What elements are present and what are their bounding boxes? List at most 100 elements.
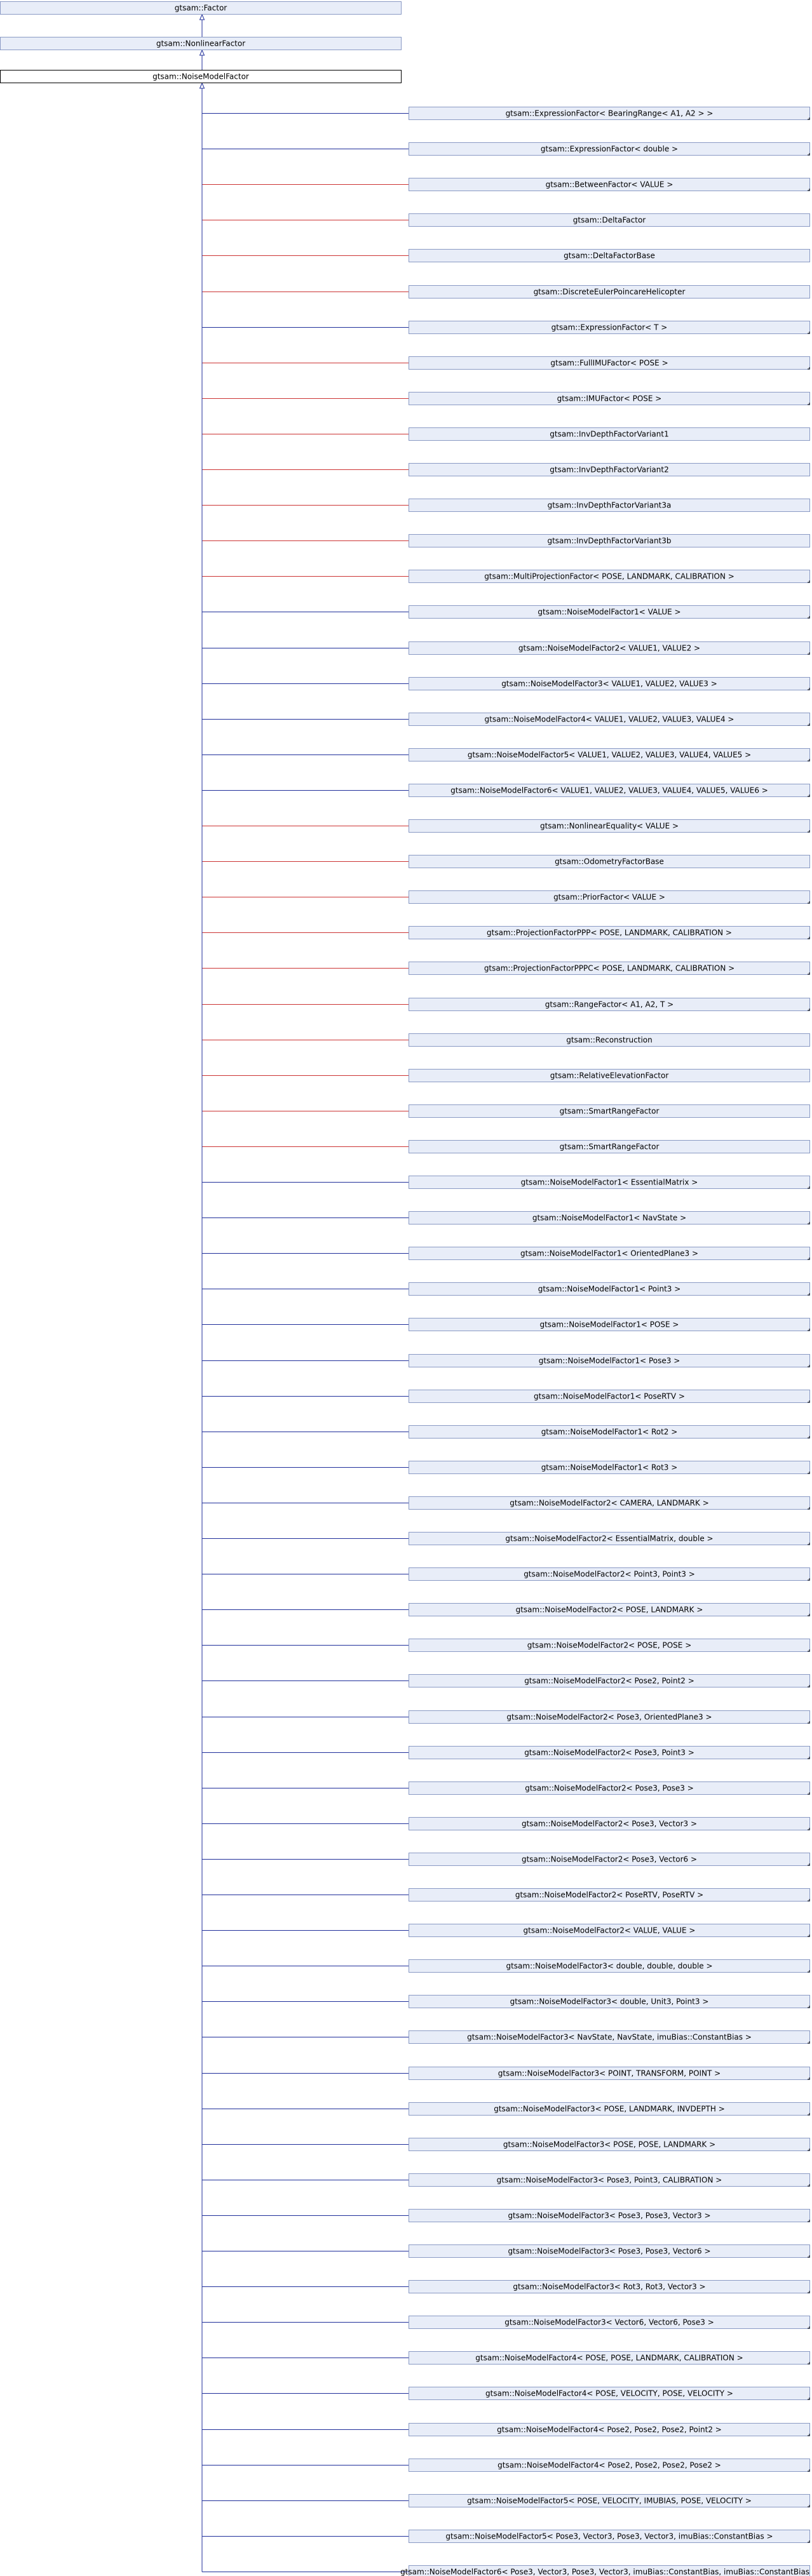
derived-class-node[interactable]: gtsam::NoiseModelFactor1< VALUE > bbox=[409, 605, 810, 619]
derived-class-node[interactable]: gtsam::NoiseModelFactor4< Pose2, Pose2, … bbox=[409, 2423, 810, 2436]
derived-class-node[interactable]: gtsam::NoiseModelFactor4< POSE, POSE, LA… bbox=[409, 2351, 810, 2365]
class-box bbox=[409, 1140, 810, 1153]
current-class-node[interactable]: gtsam::NoiseModelFactor bbox=[0, 70, 402, 83]
template-corner-mark bbox=[808, 1293, 810, 1296]
derived-class-node[interactable]: gtsam::NoiseModelFactor1< Pose3 > bbox=[409, 1354, 810, 1367]
derived-class-node[interactable]: gtsam::InvDepthFactorVariant2 bbox=[409, 463, 810, 476]
derived-class-node[interactable]: gtsam::NoiseModelFactor1< Point3 > bbox=[409, 1282, 810, 1296]
derived-class-node[interactable]: gtsam::InvDepthFactorVariant3b bbox=[409, 534, 810, 547]
derived-class-node[interactable]: gtsam::DiscreteEulerPoincareHelicopter bbox=[409, 285, 810, 299]
derived-class-node[interactable]: gtsam::NoiseModelFactor3< Rot3, Rot3, Ve… bbox=[409, 2280, 810, 2293]
inheritance-arrowhead bbox=[199, 82, 205, 89]
class-box bbox=[409, 2030, 810, 2044]
derived-class-node[interactable]: gtsam::NoiseModelFactor5< POSE, VELOCITY… bbox=[409, 2494, 810, 2507]
class-box bbox=[409, 1746, 810, 1759]
derived-class-node[interactable]: gtsam::NoiseModelFactor1< PoseRTV > bbox=[409, 1390, 810, 1403]
derived-class-node[interactable]: gtsam::NoiseModelFactor6< Pose3, Vector3… bbox=[400, 2565, 812, 2576]
derived-class-node[interactable]: gtsam::NoiseModelFactor2< POSE, POSE > bbox=[409, 1639, 810, 1652]
derived-class-node[interactable]: gtsam::MultiProjectionFactor< POSE, LAND… bbox=[409, 570, 810, 583]
derived-class-node[interactable]: gtsam::NoiseModelFactor3< Pose3, Point3,… bbox=[409, 2173, 810, 2187]
class-box bbox=[409, 1710, 810, 1724]
derived-class-node[interactable]: gtsam::NoiseModelFactor3< VALUE1, VALUE2… bbox=[409, 677, 810, 690]
derived-class-node[interactable]: gtsam::DeltaFactor bbox=[409, 213, 810, 227]
template-corner-mark bbox=[808, 972, 810, 975]
template-corner-mark bbox=[808, 332, 810, 334]
derived-class-node[interactable]: gtsam::NoiseModelFactor2< Point3, Point3… bbox=[409, 1567, 810, 1581]
derived-class-node[interactable]: gtsam::ProjectionFactorPPP< POSE, LANDMA… bbox=[409, 926, 810, 939]
derived-class-node[interactable]: gtsam::NoiseModelFactor4< Pose2, Pose2, … bbox=[409, 2459, 810, 2472]
derived-class-node[interactable]: gtsam::OdometryFactorBase bbox=[409, 855, 810, 868]
class-name: gtsam::NoiseModelFactor4< Pose2, Pose2, … bbox=[497, 2425, 722, 2434]
template-corner-mark bbox=[808, 2398, 810, 2400]
derived-class-node[interactable]: gtsam::IMUFactor< POSE > bbox=[409, 392, 810, 405]
derived-class-node[interactable]: gtsam::NoiseModelFactor1< POSE > bbox=[409, 1318, 810, 1331]
derived-class-node[interactable]: gtsam::RangeFactor< A1, A2, T > bbox=[409, 998, 810, 1011]
derived-class-node[interactable]: gtsam::NoiseModelFactor3< Pose3, Pose3, … bbox=[409, 2244, 810, 2258]
derived-class-node[interactable]: gtsam::FullIMUFactor< POSE > bbox=[409, 356, 810, 370]
derived-class-node[interactable]: gtsam::NoiseModelFactor1< EssentialMatri… bbox=[409, 1176, 810, 1189]
template-corner-mark bbox=[808, 1472, 810, 1474]
template-corner-mark bbox=[808, 367, 810, 370]
derived-class-node[interactable]: gtsam::BetweenFactor< VALUE > bbox=[409, 178, 810, 191]
derived-class-node[interactable]: gtsam::NoiseModelFactor2< POSE, LANDMARK… bbox=[409, 1603, 810, 1616]
derived-class-node[interactable]: gtsam::NoiseModelFactor2< Pose2, Point2 … bbox=[409, 1674, 810, 1687]
template-corner-mark bbox=[808, 2184, 810, 2187]
class-name: gtsam::NoiseModelFactor1< EssentialMatri… bbox=[521, 1178, 698, 1187]
derived-class-node[interactable]: gtsam::NoiseModelFactor3< Pose3, Pose3, … bbox=[409, 2209, 810, 2222]
derived-class-node[interactable]: gtsam::Reconstruction bbox=[409, 1033, 810, 1047]
template-corner-mark bbox=[808, 2255, 810, 2258]
derived-class-node[interactable]: gtsam::SmartRangeFactor bbox=[409, 1104, 810, 1118]
class-node-gtsam-factor[interactable]: gtsam::Factor bbox=[0, 1, 402, 15]
template-corner-mark bbox=[808, 1614, 810, 1616]
class-box bbox=[409, 1461, 810, 1474]
class-name: gtsam::NoiseModelFactor2< CAMERA, LANDMA… bbox=[510, 1499, 709, 1508]
derived-class-node[interactable]: gtsam::NoiseModelFactor2< Pose3, Pose3 > bbox=[409, 1781, 810, 1795]
derived-class-node[interactable]: gtsam::NoiseModelFactor2< VALUE, VALUE > bbox=[409, 1924, 810, 1937]
derived-class-node[interactable]: gtsam::NoiseModelFactor5< VALUE1, VALUE2… bbox=[409, 748, 810, 761]
derived-class-node[interactable]: gtsam::NoiseModelFactor3< double, double… bbox=[409, 1959, 810, 1973]
derived-class-node[interactable]: gtsam::NoiseModelFactor3< POSE, LANDMARK… bbox=[409, 2102, 810, 2116]
derived-class-node[interactable]: gtsam::NoiseModelFactor3< NavState, NavS… bbox=[409, 2030, 810, 2044]
derived-class-node[interactable]: gtsam::NoiseModelFactor2< VALUE1, VALUE2… bbox=[409, 641, 810, 655]
derived-class-node[interactable]: gtsam::RelativeElevationFactor bbox=[409, 1069, 810, 1082]
derived-class-node[interactable]: gtsam::NoiseModelFactor2< CAMERA, LANDMA… bbox=[409, 1496, 810, 1510]
derived-class-node[interactable]: gtsam::NoiseModelFactor2< PoseRTV, PoseR… bbox=[409, 1888, 810, 1902]
class-name: gtsam::NoiseModelFactor3< Pose3, Pose3, … bbox=[508, 2247, 710, 2256]
derived-class-node[interactable]: gtsam::NoiseModelFactor3< POSE, POSE, LA… bbox=[409, 2138, 810, 2151]
derived-class-node[interactable]: gtsam::InvDepthFactorVariant3a bbox=[409, 499, 810, 512]
derived-class-node[interactable]: gtsam::NoiseModelFactor4< VALUE1, VALUE2… bbox=[409, 713, 810, 726]
class-box bbox=[409, 1532, 810, 1545]
derived-class-node[interactable]: gtsam::ExpressionFactor< BearingRange< A… bbox=[409, 107, 810, 120]
derived-class-node[interactable]: gtsam::ExpressionFactor< double > bbox=[409, 142, 810, 156]
derived-class-node[interactable]: gtsam::NoiseModelFactor2< Pose3, Vector3… bbox=[409, 1817, 810, 1830]
derived-class-node[interactable]: gtsam::NoiseModelFactor1< Rot3 > bbox=[409, 1461, 810, 1474]
derived-class-node[interactable]: gtsam::NoiseModelFactor3< Vector6, Vecto… bbox=[409, 2316, 810, 2329]
derived-class-node[interactable]: gtsam::NoiseModelFactor1< NavState > bbox=[409, 1211, 810, 1224]
derived-class-node[interactable]: gtsam::NonlinearEquality< VALUE > bbox=[409, 819, 810, 833]
derived-class-node[interactable]: gtsam::NoiseModelFactor2< Pose3, Point3 … bbox=[409, 1746, 810, 1759]
template-corner-mark bbox=[808, 1685, 810, 1687]
derived-class-node[interactable]: gtsam::DeltaFactorBase bbox=[409, 249, 810, 262]
class-name: gtsam::NoiseModelFactor6< VALUE1, VALUE2… bbox=[450, 786, 768, 795]
derived-class-node[interactable]: gtsam::NoiseModelFactor2< EssentialMatri… bbox=[409, 1532, 810, 1545]
template-corner-mark bbox=[808, 937, 810, 939]
derived-class-node[interactable]: gtsam::InvDepthFactorVariant1 bbox=[409, 427, 810, 441]
template-corner-mark bbox=[808, 153, 810, 156]
class-node-gtsam-nonlinearfactor[interactable]: gtsam::NonlinearFactor bbox=[0, 37, 402, 50]
derived-class-node[interactable]: gtsam::NoiseModelFactor2< Pose3, Oriente… bbox=[409, 1710, 810, 1724]
class-name: gtsam::NoiseModelFactor2< Pose3, Point3 … bbox=[524, 1748, 694, 1757]
derived-class-node[interactable]: gtsam::NoiseModelFactor4< POSE, VELOCITY… bbox=[409, 2387, 810, 2400]
derived-class-node[interactable]: gtsam::NoiseModelFactor3< POINT, TRANSFO… bbox=[409, 2067, 810, 2080]
derived-class-node[interactable]: gtsam::ProjectionFactorPPPC< POSE, LANDM… bbox=[409, 962, 810, 975]
derived-class-node[interactable]: gtsam::SmartRangeFactor bbox=[409, 1140, 810, 1153]
derived-class-node[interactable]: gtsam::ExpressionFactor< T > bbox=[409, 321, 810, 334]
derived-class-node[interactable]: gtsam::NoiseModelFactor3< double, Unit3,… bbox=[409, 1995, 810, 2008]
derived-class-node[interactable]: gtsam::NoiseModelFactor1< Rot2 > bbox=[409, 1425, 810, 1439]
derived-class-node[interactable]: gtsam::NoiseModelFactor6< VALUE1, VALUE2… bbox=[409, 784, 810, 797]
class-box bbox=[409, 2067, 810, 2080]
derived-class-node[interactable]: gtsam::NoiseModelFactor2< Pose3, Vector6… bbox=[409, 1853, 810, 1866]
derived-class-node[interactable]: gtsam::PriorFactor< VALUE > bbox=[409, 890, 810, 904]
derived-class-node[interactable]: gtsam::NoiseModelFactor5< Pose3, Vector3… bbox=[409, 2530, 810, 2543]
derived-class-node[interactable]: gtsam::NoiseModelFactor1< OrientedPlane3… bbox=[409, 1247, 810, 1260]
template-corner-mark bbox=[808, 2113, 810, 2116]
